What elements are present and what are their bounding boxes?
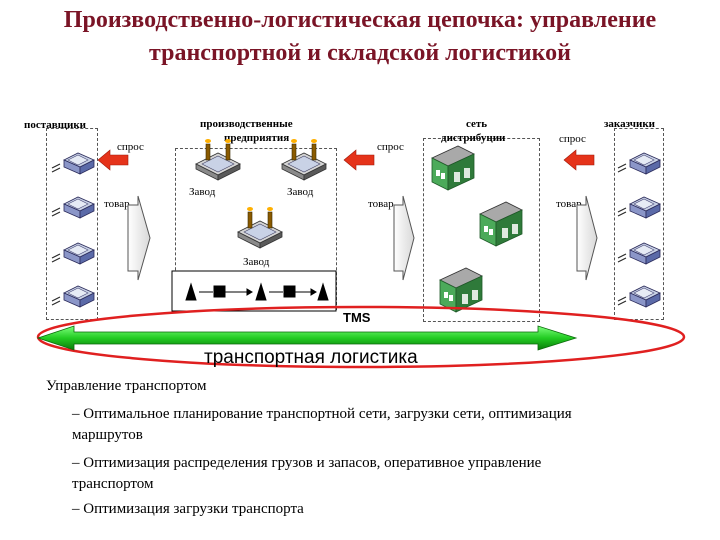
customers-box <box>614 128 664 320</box>
title-line-1: Производственно-логистическая цепочка: у… <box>63 7 657 33</box>
transport-logistics-label: транспортная логистика <box>204 347 418 368</box>
factory-icon <box>237 206 283 249</box>
factory-icon <box>195 138 241 181</box>
warehouse-icon <box>439 267 483 313</box>
plant-label-3: Завод <box>243 256 270 268</box>
customers-heading: заказчики <box>604 118 656 130</box>
bullet-3: – Оптимизация загрузки транспорта <box>72 501 304 517</box>
warehouse-icon <box>479 201 523 247</box>
customer-machine-icon <box>617 285 661 308</box>
goods-arrow-2 <box>393 195 415 281</box>
tms-process-flow <box>185 282 329 301</box>
supplier-machine-icon <box>51 196 95 219</box>
tms-label: TMS <box>343 310 371 325</box>
transport-ellipse <box>36 305 686 369</box>
customer-machine-icon <box>617 196 661 219</box>
goods-label-1: товар <box>104 198 130 210</box>
bullet-2-line-2: транспортом <box>72 476 154 492</box>
bullet-1-line-1: – Оптимальное планирование транспортной … <box>72 406 572 422</box>
plant-label-1: Завод <box>189 186 216 198</box>
bullet-2-line-1: – Оптимизация распределения грузов и зап… <box>72 455 542 471</box>
warehouse-icon <box>431 145 475 191</box>
bullets-heading: Управление транспортом <box>46 378 207 394</box>
plants-heading-line1: производственные <box>200 118 293 130</box>
plant-label-2: Завод <box>287 186 314 198</box>
distribution-box <box>423 138 540 322</box>
supplier-machine-icon <box>51 285 95 308</box>
supplier-machine-icon <box>51 242 95 265</box>
title-line-2: транспортной и складской логистикой <box>149 40 571 66</box>
customer-machine-icon <box>617 152 661 175</box>
suppliers-heading: поставщики <box>24 119 86 131</box>
page-title: Производственно-логистическая цепочка: у… <box>0 4 720 70</box>
demand-arrow-3 <box>563 149 595 171</box>
demand-label-2: спрос <box>377 141 404 153</box>
distribution-heading-line2: дистрибуции <box>441 132 506 144</box>
goods-arrow-3 <box>576 195 598 281</box>
bullet-1-line-2: маршрутов <box>72 427 143 443</box>
demand-arrow-2 <box>343 149 375 171</box>
goods-arrow-1 <box>127 195 151 281</box>
distribution-heading-line1: сеть <box>466 118 488 130</box>
goods-label-2: товар <box>368 198 394 210</box>
tms-process-box <box>171 270 337 312</box>
transport-double-arrow <box>36 325 578 351</box>
factory-icon <box>281 138 327 181</box>
customer-machine-icon <box>617 242 661 265</box>
demand-label-1: спрос <box>117 141 144 153</box>
suppliers-box <box>46 128 98 320</box>
goods-label-3: товар <box>556 198 582 210</box>
demand-label-3: спрос <box>559 133 586 145</box>
plants-heading-line2: предприятия <box>224 132 290 144</box>
supplier-machine-icon <box>51 152 95 175</box>
demand-arrow-1 <box>97 149 129 171</box>
